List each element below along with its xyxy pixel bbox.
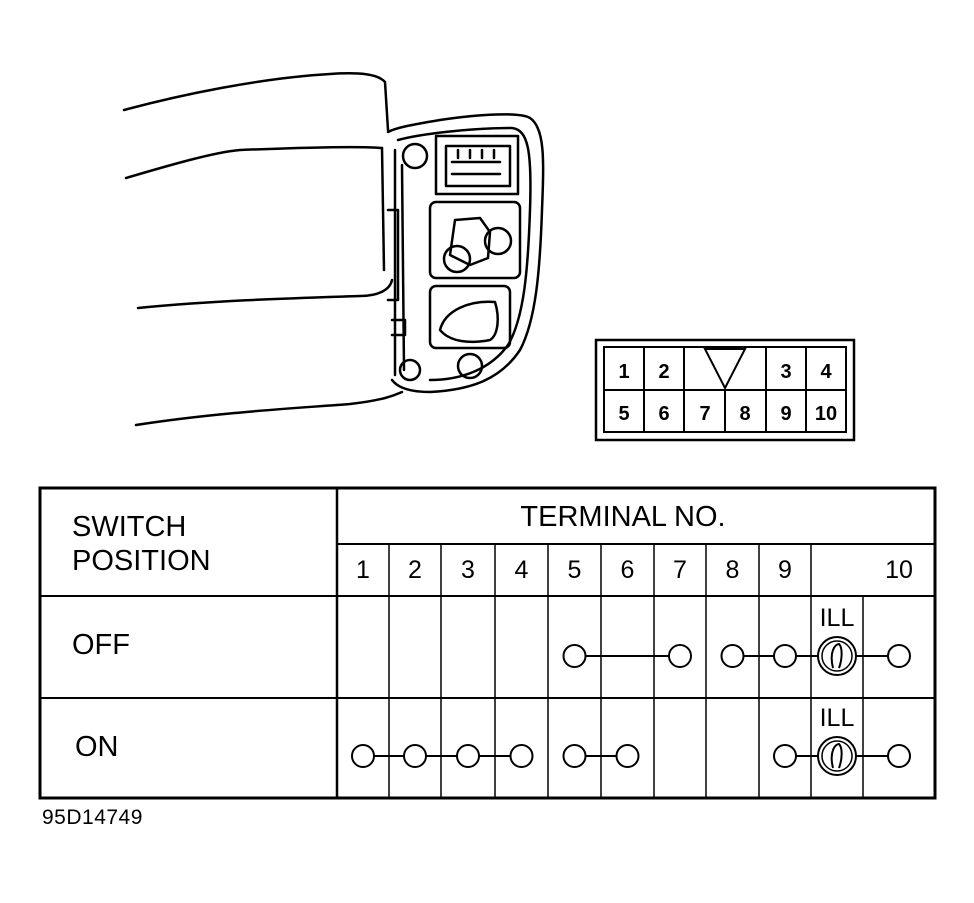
pin-label: 10	[815, 403, 837, 425]
terminal-node	[615, 744, 640, 768]
terminal-number: 2	[408, 556, 422, 584]
pin-label: 4	[820, 361, 832, 383]
terminal-number: 4	[515, 556, 529, 584]
figure-id: 95D14749	[42, 806, 143, 829]
row-label-on: ON	[75, 731, 119, 763]
connector-face: 1 2 3 4 5 6 7 8 9 10	[594, 338, 856, 442]
terminal-node	[668, 644, 692, 668]
lamp-icon	[817, 636, 857, 676]
continuity-connections: ILL ILL	[351, 604, 911, 776]
terminal-node	[887, 744, 911, 768]
terminal-node	[773, 744, 797, 768]
switch-housing-illustration	[122, 72, 545, 427]
terminal-number: 7	[673, 556, 687, 584]
lamp-label: ILL	[820, 604, 855, 632]
terminal-node	[562, 644, 587, 668]
terminal-node	[351, 744, 375, 768]
connector-key-icon	[703, 348, 747, 391]
terminal-number: 5	[568, 556, 582, 584]
terminal-node	[773, 644, 797, 668]
lamp-icon	[817, 736, 857, 776]
terminal-number: 8	[726, 556, 740, 584]
terminal-number: 9	[778, 556, 792, 584]
pin-label: 6	[658, 403, 669, 425]
lamp-label: ILL	[820, 704, 855, 732]
terminal-number: 6	[621, 556, 635, 584]
pin-label: 2	[658, 361, 669, 383]
terminal-number: 1	[356, 556, 370, 584]
pin-label: 3	[780, 361, 791, 383]
switch-position-header: POSITION	[72, 545, 211, 577]
pin-label: 9	[780, 403, 791, 425]
pin-label: 7	[699, 403, 710, 425]
terminal-number: 3	[461, 556, 475, 584]
switch-position-header: SWITCH	[72, 511, 186, 543]
row-label-off: OFF	[72, 629, 130, 661]
terminal-node	[456, 744, 480, 768]
pin-label: 1	[618, 361, 629, 383]
terminal-no-header: TERMINAL NO.	[520, 501, 725, 533]
terminal-node	[720, 644, 745, 668]
terminal-node	[403, 744, 427, 768]
pin-label: 8	[739, 403, 750, 425]
pin-label: 5	[618, 403, 629, 425]
terminal-node	[509, 744, 534, 768]
terminal-node	[887, 644, 911, 668]
terminal-number: 10	[885, 556, 913, 584]
terminal-node	[562, 744, 587, 768]
